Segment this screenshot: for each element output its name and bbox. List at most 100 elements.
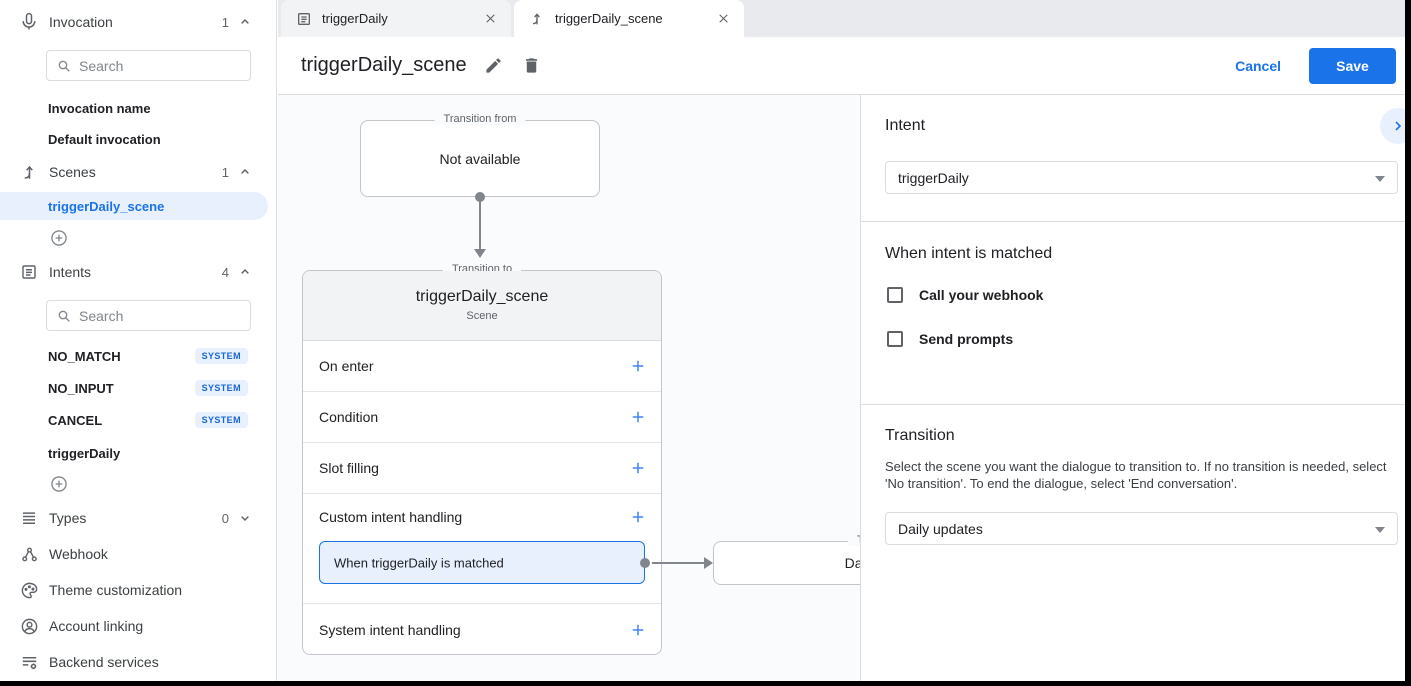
- account-circle-icon: [18, 615, 40, 637]
- save-button[interactable]: Save: [1309, 47, 1396, 84]
- sidebar-item-theme-customization[interactable]: Theme customization: [0, 578, 276, 602]
- plus-icon: [632, 511, 644, 523]
- plus-icon: [632, 360, 644, 372]
- transition-from-node[interactable]: Transition from Not available: [360, 113, 600, 197]
- system-badge: SYSTEM: [194, 412, 248, 428]
- section-count: 4: [221, 264, 229, 280]
- intent-icon: [295, 10, 313, 28]
- sidebar-item-no-match[interactable]: NO_MATCH SYSTEM: [48, 345, 254, 367]
- transition-description: Select the scene you want the dialogue t…: [885, 459, 1387, 491]
- intent-handler-chip[interactable]: When triggerDaily is matched: [319, 541, 650, 584]
- intents-search: [46, 300, 251, 331]
- sidebar-item-account-linking[interactable]: Account linking: [0, 614, 276, 638]
- tab-triggerdaily[interactable]: triggerDaily: [281, 0, 511, 37]
- add-custom-intent-button[interactable]: [629, 508, 647, 526]
- sidebar-item-webhook[interactable]: Webhook: [0, 542, 276, 566]
- sidebar-section-types[interactable]: Types 0: [0, 506, 276, 530]
- transition-dropdown-value: Daily updates: [898, 520, 983, 537]
- sidebar-section-intents[interactable]: Intents 4: [0, 260, 276, 284]
- header-actions: Cancel Save: [1235, 47, 1411, 84]
- scene-node-subtitle: Scene: [466, 310, 498, 322]
- system-badge: SYSTEM: [194, 348, 248, 364]
- intents-search-input[interactable]: [79, 301, 244, 330]
- close-icon[interactable]: [481, 10, 499, 28]
- sidebar-item-triggerdaily-intent[interactable]: triggerDaily: [48, 445, 121, 461]
- checkbox-unchecked-icon[interactable]: [887, 331, 903, 347]
- backend-services-icon: [18, 651, 40, 673]
- arrow-right-icon: [704, 557, 713, 569]
- transition-from-content: Not available: [439, 151, 521, 167]
- chevron-up-icon[interactable]: [236, 13, 254, 31]
- transition-heading: Transition: [885, 427, 955, 444]
- flow-canvas[interactable]: Transition from Not available Transition…: [278, 95, 860, 681]
- scene-row-custom-intent-handling[interactable]: Custom intent handling When triggerDaily…: [303, 494, 661, 604]
- scene-row-system-intent-handling[interactable]: System intent handling: [303, 604, 661, 655]
- scene-node-header: triggerDaily_scene Scene: [303, 271, 661, 341]
- connector-line: [479, 201, 481, 249]
- invocation-search-input[interactable]: [79, 51, 244, 80]
- page-title: triggerDaily_scene: [301, 54, 467, 76]
- edit-button[interactable]: [483, 55, 505, 77]
- call-webhook-checkbox-row[interactable]: Call your webhook: [887, 287, 1043, 303]
- scene-node-title: triggerDaily_scene: [415, 288, 549, 305]
- add-intent-button[interactable]: [49, 474, 69, 494]
- checkbox-label: Call your webhook: [919, 287, 1044, 303]
- chevron-down-icon[interactable]: [236, 509, 254, 527]
- add-system-intent-button[interactable]: [629, 621, 647, 639]
- plus-icon: [632, 462, 644, 474]
- tab-label: triggerDaily: [322, 11, 388, 26]
- chevron-up-icon[interactable]: [236, 263, 254, 281]
- palette-icon: [18, 579, 40, 601]
- sidebar-section-invocation[interactable]: Invocation 1: [0, 10, 276, 34]
- node-legend: Transition from: [434, 113, 526, 125]
- main-area: triggerDaily triggerDaily_scene triggerD…: [278, 0, 1411, 681]
- transition-target-node[interactable]: Transition to Daily updates: [713, 534, 860, 585]
- checkbox-unchecked-icon[interactable]: [887, 287, 903, 303]
- plus-icon: [632, 411, 644, 423]
- sidebar: Invocation 1 Invocation name Default inv…: [0, 0, 277, 681]
- sidebar-item-no-input[interactable]: NO_INPUT SYSTEM: [48, 377, 254, 399]
- dropdown-caret-icon: [1375, 176, 1385, 182]
- sidebar-item-triggerdaily-scene[interactable]: triggerDaily_scene: [0, 192, 268, 220]
- add-slot-filling-button[interactable]: [629, 459, 647, 477]
- scene-row-on-enter[interactable]: On enter: [303, 341, 661, 392]
- scene-row-condition[interactable]: Condition: [303, 392, 661, 443]
- sidebar-item-backend-services[interactable]: Backend services: [0, 650, 276, 674]
- chevron-right-icon: [1395, 121, 1402, 131]
- add-condition-button[interactable]: [629, 408, 647, 426]
- sidebar-item-invocation-name[interactable]: Invocation name: [48, 100, 151, 116]
- scene-node[interactable]: Transition to triggerDaily_scene Scene O…: [302, 263, 662, 655]
- sidebar-section-scenes[interactable]: Scenes 1: [0, 160, 276, 184]
- sidebar-item-default-invocation[interactable]: Default invocation: [48, 131, 161, 147]
- tab-triggerdaily-scene[interactable]: triggerDaily_scene: [514, 0, 744, 37]
- section-count: 1: [221, 14, 229, 30]
- page-header: triggerDaily_scene Cancel Save: [278, 37, 1411, 95]
- window-edge: [1405, 0, 1411, 686]
- send-prompts-checkbox-row[interactable]: Send prompts: [887, 331, 1013, 347]
- sidebar-item-cancel-intent[interactable]: CANCEL SYSTEM: [48, 409, 254, 431]
- scene-row-slot-filling[interactable]: Slot filling: [303, 443, 661, 494]
- tab-strip: triggerDaily triggerDaily_scene: [278, 0, 1411, 37]
- trash-icon: [526, 58, 538, 73]
- tab-label: triggerDaily_scene: [555, 11, 663, 26]
- cancel-button[interactable]: Cancel: [1235, 57, 1281, 74]
- close-icon[interactable]: [714, 10, 732, 28]
- plus-icon: [632, 624, 644, 635]
- chevron-up-icon[interactable]: [236, 163, 254, 181]
- delete-button[interactable]: [521, 55, 543, 77]
- connector-dot: [640, 558, 650, 568]
- node-legend: Transition to: [847, 534, 860, 546]
- intent-icon: [18, 261, 40, 283]
- connector-line: [652, 562, 706, 564]
- add-on-enter-button[interactable]: [629, 357, 647, 375]
- pencil-icon: [486, 58, 501, 73]
- system-badge: SYSTEM: [194, 380, 248, 396]
- checkbox-label: Send prompts: [919, 331, 1014, 347]
- intent-dropdown[interactable]: triggerDaily: [885, 161, 1398, 194]
- transition-dropdown[interactable]: Daily updates: [885, 512, 1398, 545]
- section-label: Intents: [49, 264, 92, 280]
- add-scene-button[interactable]: [49, 228, 69, 248]
- plus-circle-icon: [51, 476, 67, 492]
- microphone-icon: [18, 11, 40, 33]
